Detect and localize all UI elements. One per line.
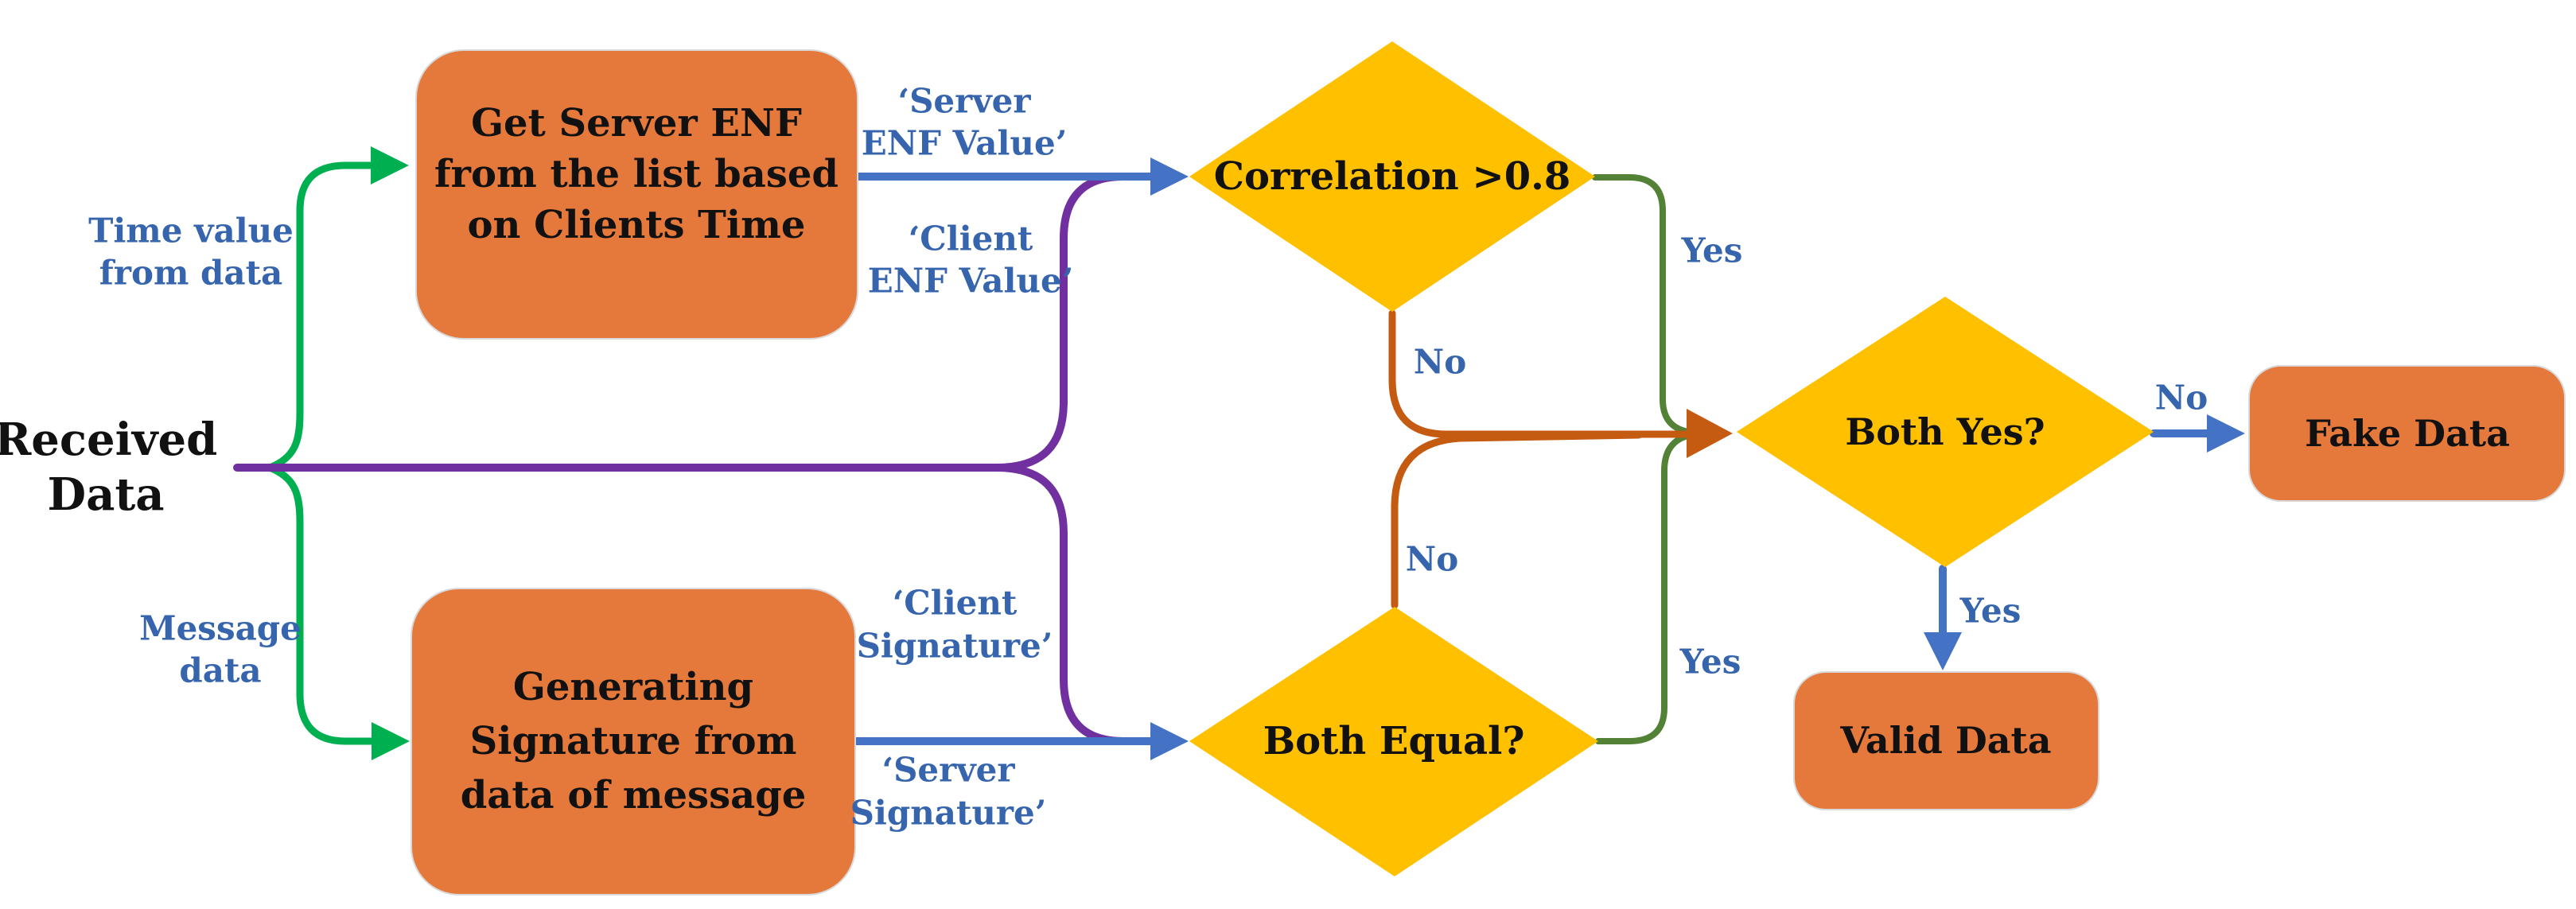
edge-label-client-enf-line1: ‘Client	[909, 219, 1033, 258]
arrowhead-time-value	[371, 146, 409, 185]
edge-label-server-signature-line2: Signature’	[850, 794, 1047, 833]
edge-label-client-enf-line2: ENF Value’	[868, 262, 1074, 301]
label-both-equal-yes: Yes	[1679, 643, 1741, 682]
edge-correlation-no	[1388, 309, 1692, 438]
edge-label-message-data-line1: Message	[139, 609, 302, 648]
generating-signature-node	[411, 588, 856, 895]
arrowhead-message-data	[372, 722, 410, 760]
arrowhead-both-yes-input	[1687, 409, 1733, 458]
both-equal-decision	[1189, 607, 1598, 876]
fake-data-node	[2248, 365, 2566, 502]
label-both-equal-no: No	[1406, 540, 1458, 579]
arrowhead-fake-data	[2207, 414, 2245, 453]
label-correlation-no: No	[1414, 343, 1466, 382]
generating-signature-label-line3: data of message	[461, 773, 807, 818]
edge-client-enf-branch	[993, 173, 1154, 472]
edges	[233, 146, 2245, 760]
correlation-decision	[1189, 41, 1595, 312]
edge-label-server-enf-line1: ‘Server	[897, 82, 1031, 121]
edge-label-client-signature-line2: Signature’	[857, 627, 1053, 666]
edge-message-data	[266, 464, 378, 745]
valid-data-label: Valid Data	[1839, 719, 2051, 762]
node-labels: Received Data Get Server ENF from the li…	[0, 101, 2510, 818]
fake-data-label: Fake Data	[2305, 412, 2510, 455]
received-data-label-line1: Received	[0, 414, 217, 466]
edge-label-server-signature-line1: ‘Server	[881, 751, 1015, 790]
edge-labels: Time value from data Message data ‘Serve…	[88, 82, 2208, 833]
edge-label-server-enf-line2: ENF Value’	[862, 124, 1068, 163]
edge-label-time-value-line2: from data	[99, 254, 282, 293]
nodes	[411, 41, 2566, 895]
edge-label-time-value-line1: Time value	[88, 212, 294, 251]
valid-data-node	[1793, 671, 2099, 810]
received-data-label-line2: Data	[48, 468, 165, 521]
edge-correlation-yes	[1592, 174, 1720, 436]
both-yes-decision-label: Both Yes?	[1845, 410, 2045, 453]
edge-client-signature-branch	[993, 464, 1154, 745]
both-yes-decision	[1737, 297, 2154, 567]
arrowhead-server-signature	[1150, 722, 1189, 760]
edge-both-equal-no	[1391, 431, 1643, 609]
generating-signature-label-line1: Generating	[513, 665, 753, 709]
arrowhead-valid-data	[1924, 632, 1962, 670]
label-both-yes-yes: Yes	[1959, 592, 2021, 631]
correlation-decision-label: Correlation >0.8	[1214, 154, 1570, 199]
get-server-enf-node	[415, 49, 858, 340]
edge-time-value	[266, 161, 378, 472]
label-correlation-yes: Yes	[1681, 231, 1743, 270]
edge-label-client-signature-line1: ‘Client	[893, 584, 1018, 623]
generating-signature-label-line2: Signature from	[470, 719, 797, 763]
get-server-enf-label-line3: on Clients Time	[468, 203, 806, 247]
both-equal-decision-label: Both Equal?	[1263, 719, 1525, 763]
arrowhead-server-enf	[1150, 157, 1189, 196]
get-server-enf-label-line1: Get Server ENF	[471, 101, 802, 146]
edge-both-equal-yes	[1595, 430, 1720, 744]
get-server-enf-label-line2: from the list based	[434, 152, 839, 196]
edge-label-message-data-line2: data	[179, 651, 261, 690]
label-both-yes-no: No	[2155, 379, 2208, 418]
